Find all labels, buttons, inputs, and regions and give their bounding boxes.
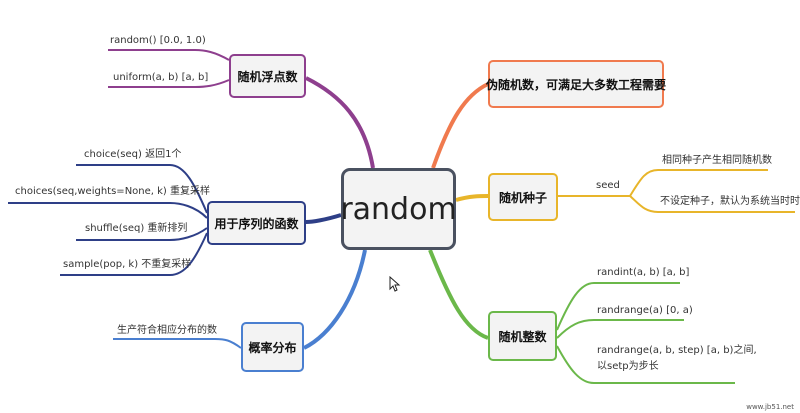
leaf-random[interactable]: random() [0.0, 1.0) [110,35,206,46]
branch-node-integer[interactable]: 随机整数 [488,311,557,361]
connector-integer [428,249,489,340]
branch-node-distribution[interactable]: 概率分布 [241,322,304,372]
leaf-line-seq-4 [60,232,208,276]
leaf-seed-default[interactable]: 不设定种子，默认为系统当时时间 [660,196,800,207]
watermark-text: www.jb51.net [746,403,794,411]
leaf-line-dist-1 [113,338,242,349]
leaf-seed-word[interactable]: seed [596,180,620,191]
leaf-line-int-1 [556,282,680,331]
leaf-randrange-step-2[interactable]: 以setp为步长 [597,361,659,372]
connector-distribution [303,249,367,350]
connector-float [305,76,375,169]
leaf-seed-same[interactable]: 相同种子产生相同随机数 [662,155,772,166]
leaf-distribution-note[interactable]: 生产符合相应分布的数 [117,325,217,336]
leaf-line-int-3 [556,345,735,384]
connector-sequence [305,213,342,224]
connector-pseudo [431,82,489,169]
leaf-line-seq-1 [76,164,208,214]
branch-node-sequence[interactable]: 用于序列的函数 [207,201,306,245]
leaf-line-seed-2 [629,195,795,213]
leaf-sample[interactable]: sample(pop, k) 不重复采样 [63,259,192,270]
leaf-line-seed-1 [629,169,768,197]
leaf-randrange-a[interactable]: randrange(a) [0, a) [597,305,693,316]
leaf-line-seq-3 [76,227,208,241]
mouse-cursor-icon [389,276,401,292]
leaf-randint[interactable]: randint(a, b) [a, b] [597,267,690,278]
leaf-line-float-2 [108,79,230,88]
leaf-randrange-step[interactable]: randrange(a, b, step) [a, b)之间, [597,345,757,356]
branch-node-pseudo[interactable]: 伪随机数，可满足大多数工程需要 [486,60,666,108]
leaf-shuffle[interactable]: shuffle(seq) 重新排列 [85,223,188,234]
leaf-line-float-1 [108,49,230,61]
branch-node-seed[interactable]: 随机种子 [488,173,558,221]
leaf-choices[interactable]: choices(seq,weights=None, k) 重复采样 [15,186,211,197]
leaf-line-int-2 [556,319,684,339]
leaf-choice[interactable]: choice(seq) 返回1个 [84,149,182,160]
branch-node-float[interactable]: 随机浮点数 [229,54,306,98]
leaf-line-seq-2 [8,202,208,219]
leaf-uniform[interactable]: uniform(a, b) [a, b] [113,72,209,83]
center-node-random[interactable]: random [340,168,457,250]
connector-seed [455,194,489,202]
